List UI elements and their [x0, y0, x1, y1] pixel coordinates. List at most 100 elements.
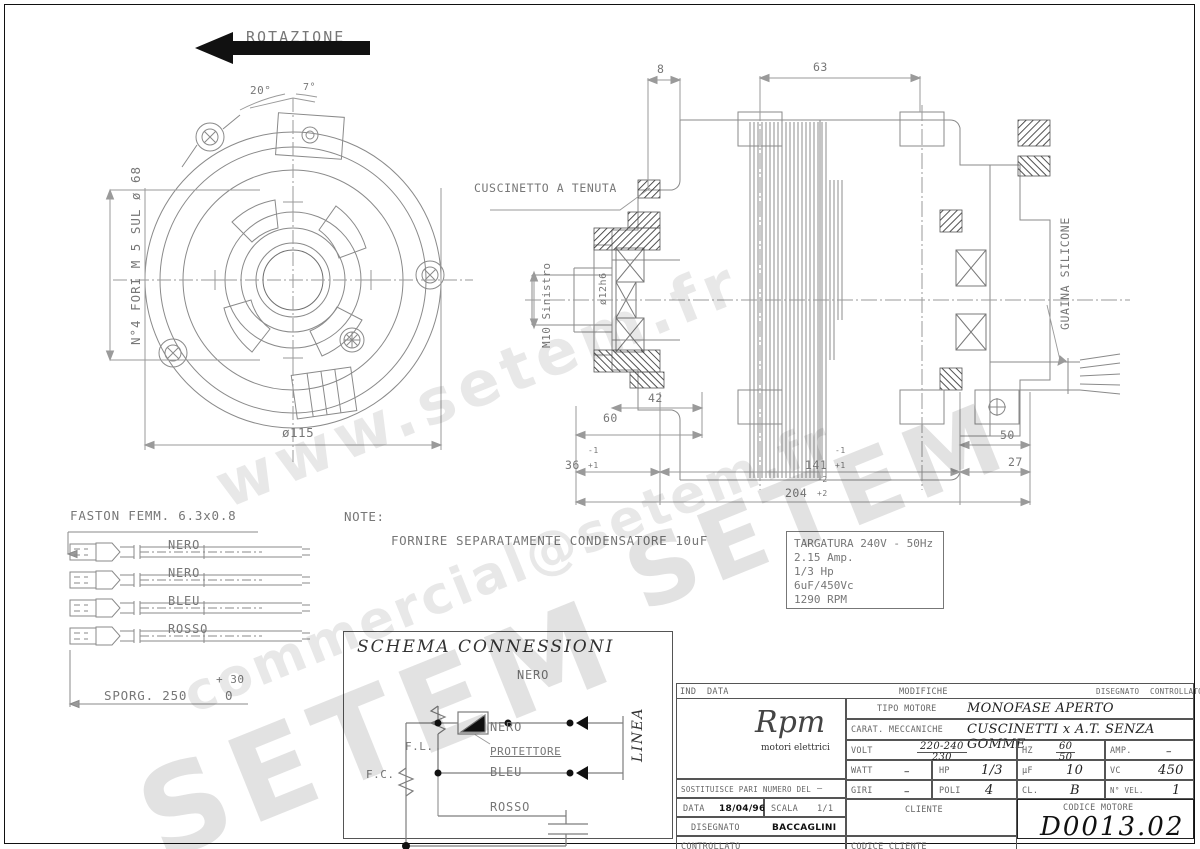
nvel-value: 1: [1172, 783, 1181, 798]
disegnato-label: DISEGNATO: [691, 823, 740, 833]
brand-logo: Rpm: [755, 705, 826, 740]
dim-8: 8: [657, 62, 665, 76]
poli-cell: POLI 4: [932, 780, 1017, 799]
callout-sleeve: GUAINA SILICONE: [1058, 217, 1072, 330]
vc-value: 450: [1158, 763, 1184, 778]
wire-label-2: NERO: [168, 566, 201, 580]
hz-value-denominator: 50: [1059, 752, 1073, 764]
schematic-wire-4: ROSSO: [490, 800, 531, 814]
schematic-title: SCHEMA CONNESSIONI: [357, 637, 615, 657]
section-view: [490, 73, 1130, 490]
flange-outer-diameter: ø115: [282, 425, 315, 440]
title-block: IND DATA MODIFICHE DISEGNATO CONTROLLATO…: [676, 683, 1200, 849]
giri-value: –: [904, 785, 910, 798]
codice-motore-value: D0013.02: [1040, 812, 1185, 842]
wiring-schematic-box: [343, 631, 673, 839]
watt-value: –: [904, 765, 910, 778]
disegnato-value: BACCAGLINI: [772, 823, 837, 833]
harness-drawing: [66, 531, 310, 709]
titleblock-disegnato-header: DISEGNATO: [1096, 687, 1140, 696]
scala-value: 1/1: [817, 804, 834, 814]
dim-204-tol-upper: -2: [817, 475, 828, 484]
brand-subtitle: motori elettrici: [761, 743, 830, 753]
wire-label-1: NERO: [168, 538, 201, 552]
codice-cliente-cell: CODICE CLIENTE: [846, 836, 1017, 849]
tipo-motore-label: TIPO MOTORE: [877, 704, 937, 714]
volt-value-numerator: 220-240: [917, 741, 967, 754]
harness-tolerance-lower: 0: [225, 688, 234, 703]
schematic-fc-label: F.C.: [366, 768, 395, 781]
dim-60: 60: [603, 411, 618, 425]
nameplate-line-2: 2.15 Amp.: [794, 551, 854, 564]
harness-tolerance-upper: + 30: [216, 673, 245, 686]
shaft-thread-label: M10 Sinistro: [540, 262, 553, 348]
watt-label: WATT: [851, 766, 873, 776]
dim-141-tol-lower: +1: [835, 461, 846, 470]
harness-title: FASTON FEMM. 6.3x0.8: [70, 508, 237, 523]
titleblock-ind-label: IND: [680, 687, 697, 697]
titleblock-data-header: DATA: [707, 687, 729, 697]
poli-value: 4: [985, 783, 994, 798]
dim-42: 42: [648, 391, 663, 405]
nameplate-line-1: TARGATURA 240V - 50Hz: [794, 537, 934, 550]
callout-bearing: CUSCINETTO A TENUTA: [474, 181, 617, 195]
hp-cell: HP 1/3: [932, 760, 1017, 780]
watt-cell: WATT –: [846, 760, 932, 780]
cl-value: B: [1070, 783, 1080, 798]
flange-view: [105, 93, 473, 462]
dim-36-tol-lower: +1: [588, 461, 599, 470]
flange-angle-2: 7°: [303, 82, 317, 93]
rotation-arrow-icon: [195, 32, 370, 64]
tipo-motore-row: TIPO MOTORE MONOFASE APERTO: [846, 698, 1194, 719]
codice-motore-cell: CODICE MOTORE D0013.02: [1017, 799, 1194, 842]
schematic-wire-3: BLEU: [490, 765, 523, 779]
cl-label: CL.: [1022, 786, 1039, 796]
titleblock-controllato-header: CONTROLLATO: [1150, 687, 1200, 696]
tipo-motore-value: MONOFASE APERTO: [967, 701, 1114, 716]
dim-36-tol-upper: -1: [588, 446, 599, 455]
volt-cell: VOLT 220-240 230: [846, 740, 1017, 763]
sostituisce-value: –: [817, 784, 823, 794]
nvel-cell: N° VEL. 1: [1105, 780, 1194, 799]
codice-motore-label: CODICE MOTORE: [1063, 803, 1134, 813]
hz-cell: HZ 60 50: [1017, 740, 1105, 764]
nvel-label: N° VEL.: [1110, 786, 1144, 795]
carat-meccaniche-label: CARAT. MECCANICHE: [851, 725, 944, 735]
harness-length-label: SPORG. 250: [104, 688, 188, 703]
schematic-wire-2: NERO: [490, 720, 523, 734]
dim-36: 36: [565, 458, 580, 472]
amp-cell: AMP. –: [1105, 740, 1194, 760]
vc-label: VC: [1110, 766, 1121, 776]
giri-cell: GIRI –: [846, 780, 932, 799]
dim-63: 63: [813, 60, 828, 74]
controllato-label: CONTROLLATO: [681, 842, 741, 849]
data-value: 18/04/96: [719, 804, 766, 814]
flange-angle-1: 20°: [250, 84, 272, 97]
schematic-fl-label: F.L.: [405, 740, 434, 753]
schematic-protector-label: PROTETTORE: [490, 745, 562, 758]
hp-value: 1/3: [981, 763, 1003, 778]
wire-label-3: BLEU: [168, 594, 201, 608]
flange-holes-note: N°4 FORI M 5 SUL ø 68: [128, 165, 143, 345]
amp-value: –: [1166, 745, 1172, 758]
dim-141: 141: [805, 458, 828, 472]
amp-label: AMP.: [1110, 746, 1132, 756]
titleblock-modifiche-label: MODIFICHE: [899, 687, 948, 697]
dim-204-tol-lower: +2: [817, 489, 828, 498]
nameplate-box: TARGATURA 240V - 50Hz 2.15 Amp. 1/3 Hp 6…: [786, 531, 944, 609]
sostituisce-label: SOSTITUISCE PARI NUMERO DEL: [681, 785, 812, 794]
hz-value-numerator: 60: [1056, 741, 1076, 754]
giri-label: GIRI: [851, 786, 873, 796]
schematic-wire-1: NERO: [517, 668, 550, 682]
vc-cell: VC 450: [1105, 760, 1194, 780]
schematic-line-label: LINEA: [630, 707, 646, 762]
nameplate-line-5: 1290 RPM: [794, 593, 847, 606]
carat-meccaniche-row: CARAT. MECCANICHE CUSCINETTI x A.T. SENZ…: [846, 719, 1194, 752]
sheet-border: [4, 4, 1195, 844]
codice-cliente-label: CODICE CLIENTE: [851, 842, 927, 849]
wiring-schematic: [397, 705, 624, 849]
dimension-chain: [574, 392, 1032, 507]
dim-27: 27: [1008, 455, 1023, 469]
nameplate-line-4: 6uF/450Vc: [794, 579, 854, 592]
shaft-diameter-label: ø12h6: [598, 272, 609, 305]
